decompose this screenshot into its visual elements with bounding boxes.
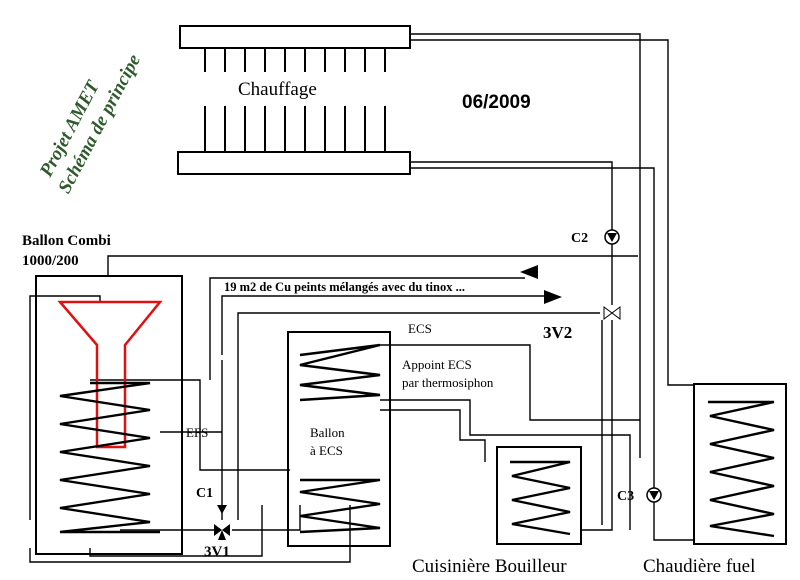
tank-combi: Ballon Combi 1000/200 [22, 233, 183, 555]
pump-c2-label: C2 [571, 231, 588, 246]
valve-3v1-icon [214, 524, 222, 536]
valve-3v2-label: 3V2 [543, 323, 572, 342]
cuisiniere: Cuisinière Bouilleur [412, 446, 582, 577]
radiator-label: Chauffage [238, 79, 317, 100]
tank-ecs-upper-coil [299, 343, 381, 402]
arrow-right-icon [544, 290, 562, 304]
pump-c3: C3 [617, 487, 662, 504]
tank-ecs: Ballon à ECS ECS [287, 321, 432, 547]
flow-arrows [520, 265, 562, 304]
ecs-port-label: ECS [408, 321, 432, 336]
valve-3v1: 3V1 [204, 524, 230, 560]
chaudiere-label: Chaudière fuel [643, 556, 755, 577]
chaudiere: Chaudière fuel [643, 383, 787, 577]
solar-funnel [57, 300, 163, 449]
radiator: Chauffage [177, 25, 411, 175]
valve-3v2-icon [603, 306, 613, 320]
radiator-bottom-collector [177, 151, 411, 175]
cuisiniere-label: Cuisinière Bouilleur [412, 556, 567, 577]
tank-combi-line-1: Ballon Combi [22, 233, 111, 249]
pump-c1: C1 [196, 486, 227, 514]
pump-c1-label: C1 [196, 486, 213, 501]
project-title: Projet AMET Schéma de principe [35, 50, 145, 196]
appoint-line-1: Appoint ECS [402, 357, 472, 372]
tank-ecs-line-1: Ballon [310, 425, 345, 440]
efs-label: EFS [186, 425, 208, 440]
tank-ecs-lower-coil [299, 478, 381, 534]
date-label: 06/2009 [462, 92, 531, 113]
pipes [29, 33, 695, 563]
valve-3v1-label: 3V1 [204, 544, 230, 560]
tank-ecs-line-2: à ECS [310, 443, 343, 458]
chaudiere-body [693, 383, 787, 545]
pump-c3-label: C3 [617, 489, 634, 504]
appoint-line-2: par thermosiphon [402, 375, 494, 390]
solar-note: 19 m2 de Cu peints mélangés avec du tino… [224, 280, 465, 294]
pump-c2: C2 [571, 229, 620, 246]
tank-combi-coil [59, 381, 160, 534]
radiator-top-collector [179, 25, 411, 49]
cuisiniere-coil [510, 460, 571, 536]
pump-c1-arrow-icon [217, 505, 227, 514]
tank-combi-body [35, 275, 183, 555]
chaudiere-coil [708, 400, 775, 538]
cuisiniere-body [496, 446, 582, 545]
valve-3v2: 3V2 [543, 306, 621, 342]
tank-ecs-body [287, 331, 391, 547]
tank-combi-line-2: 1000/200 [22, 253, 79, 269]
radiator-fins [204, 48, 386, 152]
arrow-left-icon [520, 265, 538, 279]
